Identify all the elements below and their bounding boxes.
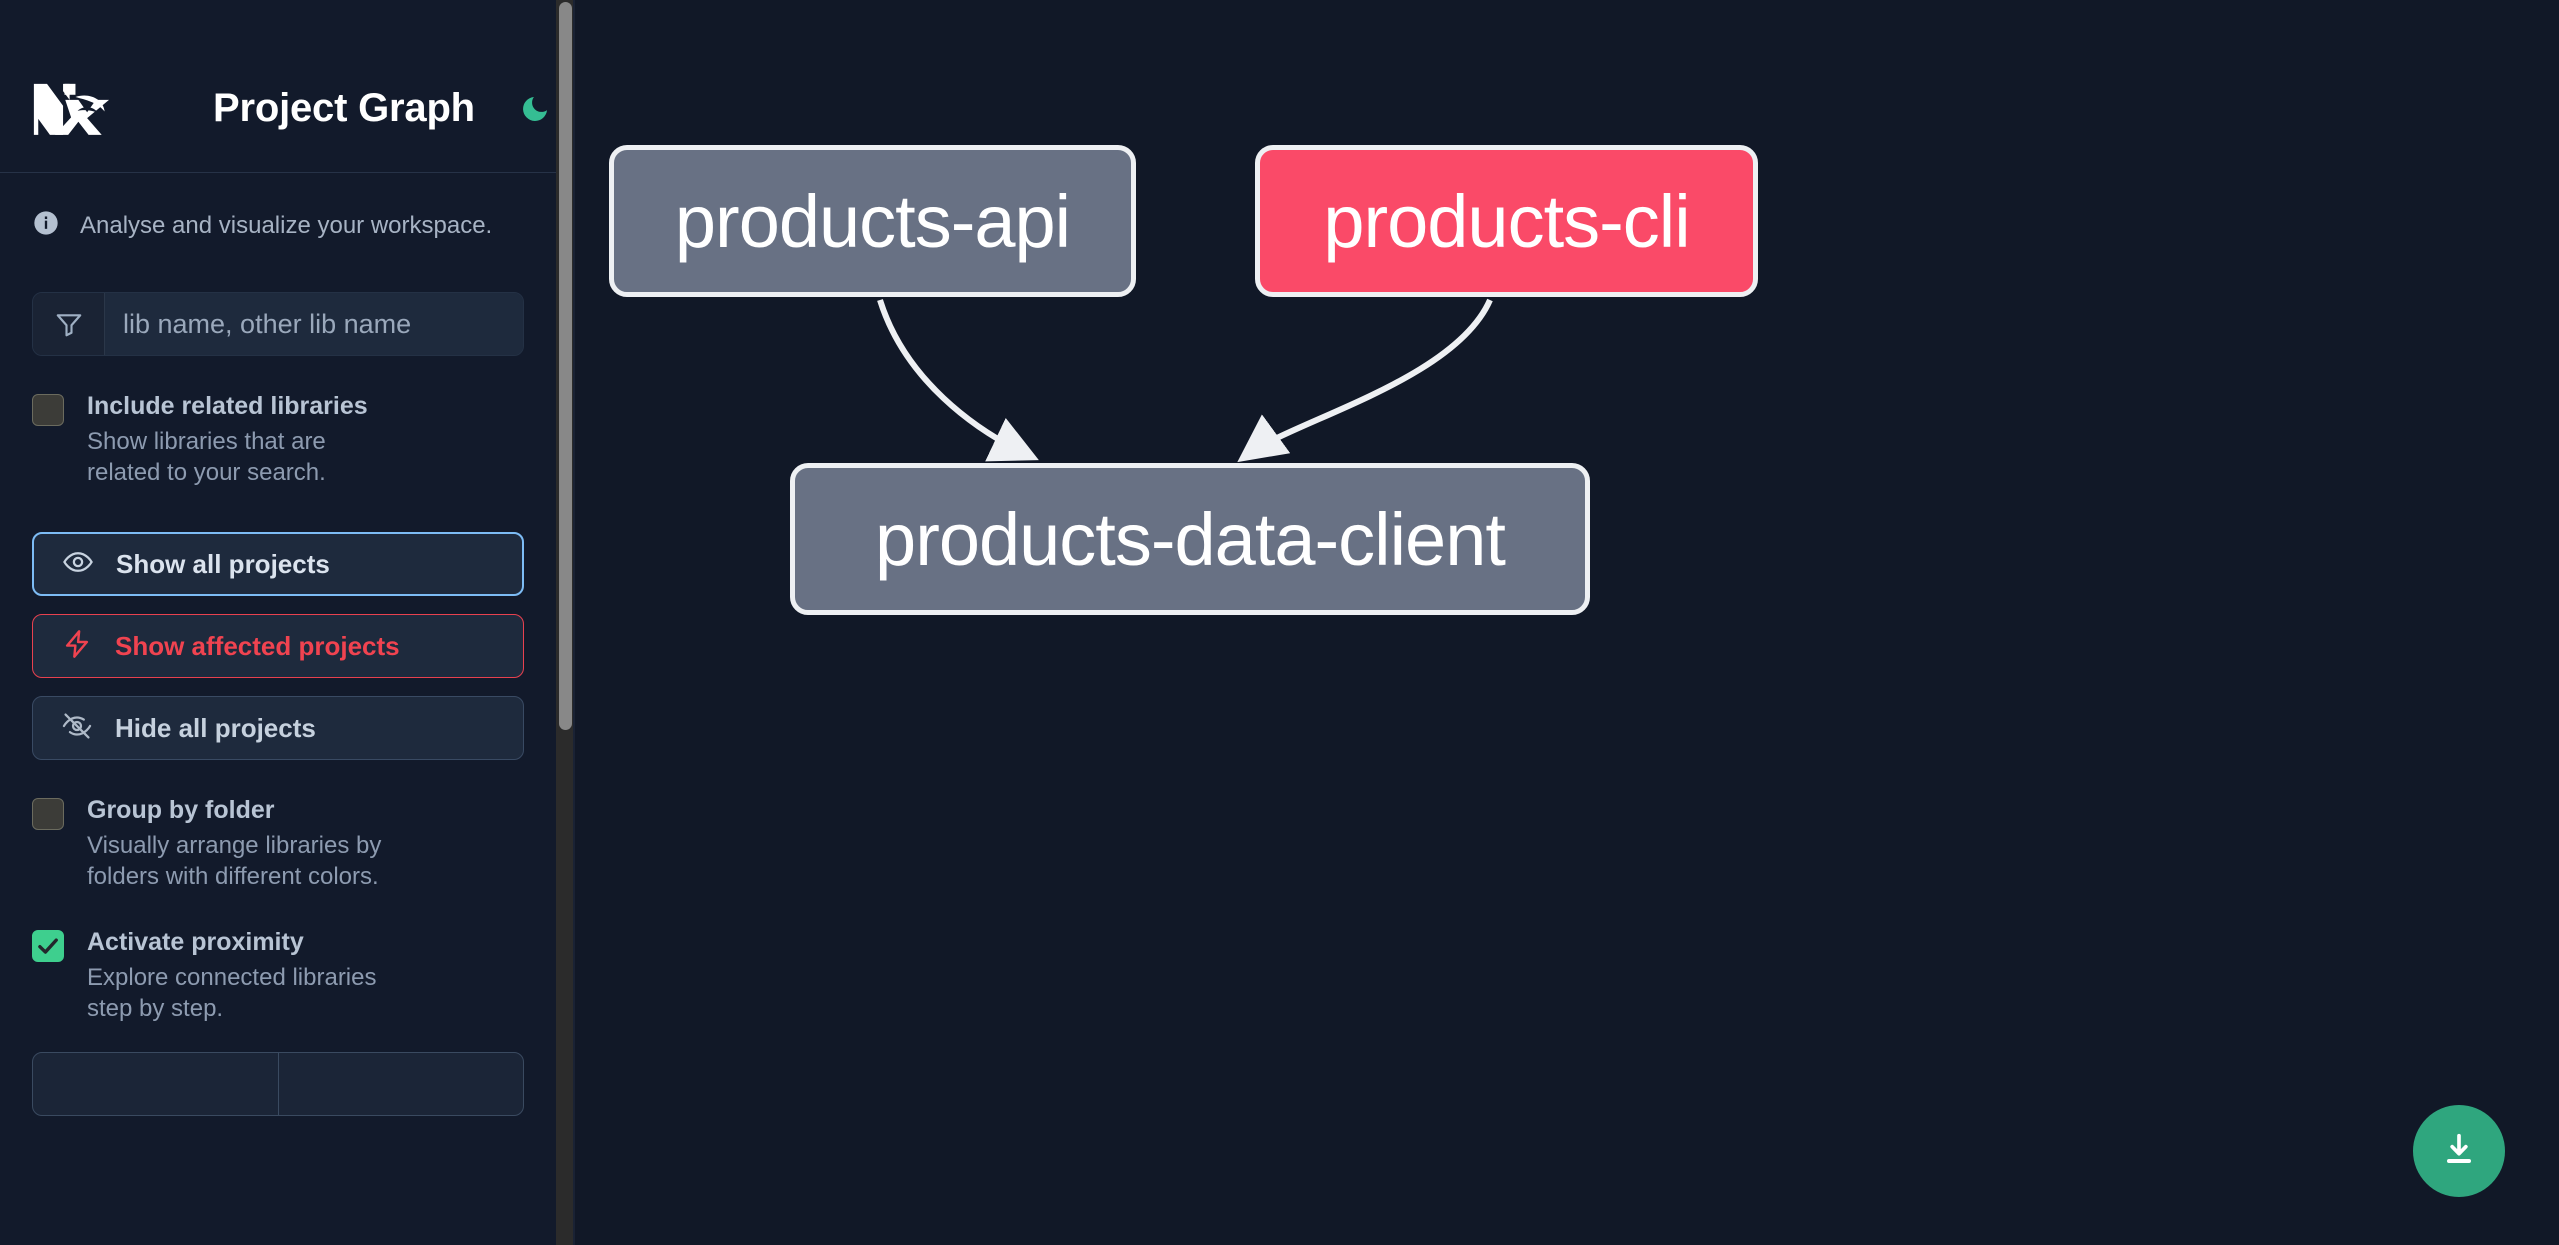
proximity-step-controls[interactable] [32, 1052, 524, 1116]
show-all-projects-button[interactable]: Show all projects [32, 532, 524, 596]
button-label: Show all projects [116, 548, 330, 579]
info-icon [32, 209, 60, 242]
eye-slash-icon [61, 710, 93, 747]
option-title: Group by folder [87, 796, 275, 824]
option-title: Include related libraries [87, 392, 368, 420]
button-label: Show affected projects [115, 630, 400, 661]
graph-node-products-api[interactable]: products-api [609, 145, 1136, 297]
option-body: Group by folder Visually arrange librari… [87, 794, 387, 892]
filter-funnel-icon [33, 293, 105, 355]
include-related-libraries-checkbox[interactable] [32, 394, 64, 426]
group-by-folder-checkbox[interactable] [32, 798, 64, 830]
tagline-text: Analyse and visualize your workspace. [80, 211, 493, 239]
option-description: Show libraries that are related to your … [87, 428, 326, 486]
tagline-row: Analyse and visualize your workspace. [0, 173, 556, 242]
graph-canvas[interactable]: products-api products-cli products-data-… [575, 0, 2559, 1245]
text-filter[interactable] [32, 292, 524, 356]
show-affected-projects-button[interactable]: Show affected projects [32, 614, 524, 678]
proximity-step-increase[interactable] [279, 1053, 524, 1115]
option-description: Explore connected libraries step by step… [87, 964, 377, 1022]
proximity-step-decrease[interactable] [33, 1053, 279, 1115]
option-body: Include related libraries Show libraries… [87, 390, 387, 488]
graph-node-products-cli[interactable]: products-cli [1255, 145, 1758, 297]
activate-proximity-checkbox[interactable] [32, 930, 64, 962]
moon-icon[interactable] [515, 88, 556, 130]
page-title: Project Graph [213, 86, 475, 130]
hide-all-projects-button[interactable]: Hide all projects [32, 696, 524, 760]
option-body: Activate proximity Explore connected lib… [87, 926, 387, 1024]
sidebar: Project Graph Analyse and visualize y [0, 0, 575, 1245]
edge-products-api-to-products-data-client [877, 299, 1039, 462]
header-divider [0, 172, 556, 173]
eye-icon [62, 546, 94, 583]
sidebar-scroll-area[interactable]: Project Graph Analyse and visualize y [0, 0, 556, 1245]
graph-node-products-data-client[interactable]: products-data-client [790, 463, 1590, 615]
sidebar-header: Project Graph [0, 0, 556, 172]
option-title: Activate proximity [87, 928, 304, 956]
nx-logo-icon [30, 78, 118, 140]
search-input[interactable] [105, 293, 523, 355]
option-group-by-folder[interactable]: Group by folder Visually arrange librari… [0, 794, 556, 892]
download-icon [2439, 1130, 2479, 1173]
download-button[interactable] [2413, 1105, 2505, 1197]
option-activate-proximity[interactable]: Activate proximity Explore connected lib… [0, 926, 556, 1024]
option-description: Visually arrange libraries by folders wi… [87, 832, 382, 890]
sidebar-scrollbar-track[interactable] [556, 0, 575, 1245]
option-include-related-libraries[interactable]: Include related libraries Show libraries… [0, 390, 556, 488]
lightning-icon [61, 628, 93, 665]
project-visibility-buttons: Show all projects Show affected projects [32, 532, 524, 760]
button-label: Hide all projects [115, 712, 316, 743]
checkmark-icon [38, 938, 58, 954]
sidebar-scrollbar-thumb[interactable] [559, 2, 572, 730]
sidebar-edge [573, 0, 575, 1245]
edge-products-cli-to-products-data-client [1237, 298, 1493, 463]
